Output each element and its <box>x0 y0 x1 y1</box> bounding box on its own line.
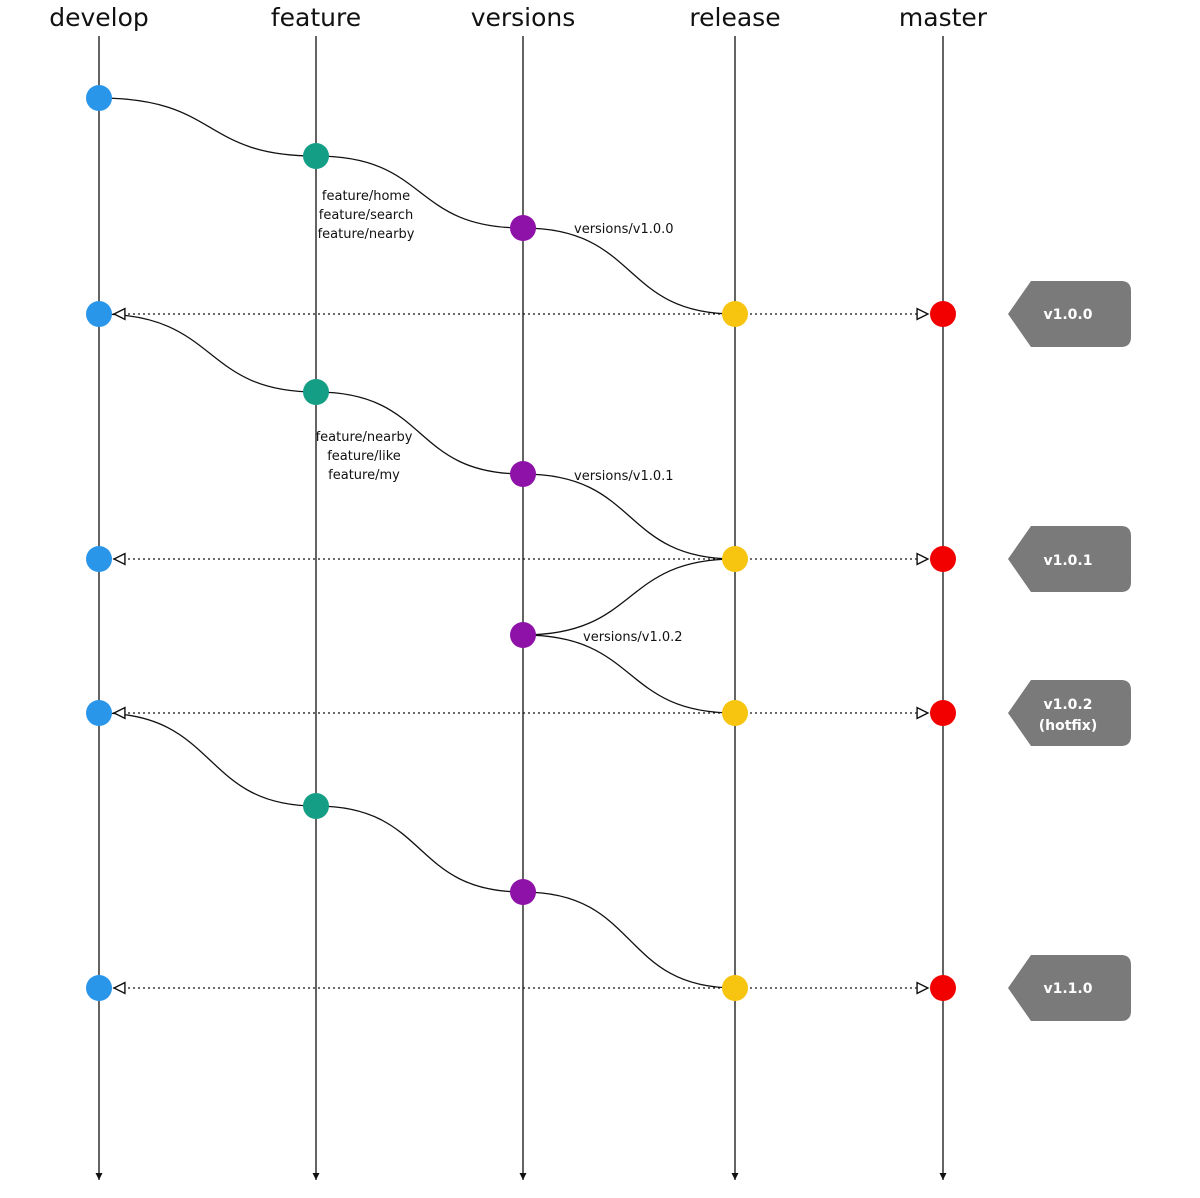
merge-arrow <box>522 473 736 563</box>
lane-title-versions: versions <box>471 3 576 32</box>
merge-arrow <box>522 891 736 992</box>
release-tag: v1.0.2 (hotfix) <box>1008 680 1131 746</box>
release-commit-node <box>722 975 748 1001</box>
release-commit-node <box>722 301 748 327</box>
master-commit-node <box>930 975 956 1001</box>
versions-commit-node <box>510 215 536 241</box>
develop-commit-node <box>86 301 112 327</box>
feature-branch-label: feature/like <box>327 449 401 464</box>
release-tag-label: (hotfix) <box>1039 718 1097 734</box>
versions-commit-node <box>510 879 536 905</box>
develop-commit-node <box>86 975 112 1001</box>
merge-arrow <box>522 227 736 318</box>
feature-branch-label: feature/my <box>328 468 400 483</box>
feature-branch-label: feature/nearby <box>318 227 415 242</box>
hotfix-branch-arrow <box>522 558 736 639</box>
feature-commit-node <box>303 793 329 819</box>
merge-arrow <box>98 712 317 810</box>
versions-commit-node <box>510 461 536 487</box>
version-label: versions/v1.0.1 <box>574 469 674 484</box>
release-commit-node <box>722 700 748 726</box>
feature-branch-label: feature/search <box>319 208 414 223</box>
merge-arrow <box>98 313 317 396</box>
release-tag: v1.1.0 <box>1008 955 1131 1021</box>
release-tag: v1.0.0 <box>1008 281 1131 347</box>
feature-commit-node <box>303 143 329 169</box>
version-label: versions/v1.0.0 <box>574 222 674 237</box>
release-tag-label: v1.0.0 <box>1044 307 1093 323</box>
feature-branch-label: feature/nearby <box>316 430 413 445</box>
merge-arrow <box>522 634 736 717</box>
master-commit-node <box>930 301 956 327</box>
release-tag-label: v1.0.2 <box>1044 697 1093 713</box>
release-tag-label: v1.0.1 <box>1044 553 1093 569</box>
lane-title-master: master <box>899 3 988 32</box>
merge-arrow <box>315 155 524 232</box>
merge-arrow <box>98 97 317 160</box>
release-tag: v1.0.1 <box>1008 526 1131 592</box>
develop-commit-node <box>86 546 112 572</box>
lane-title-release: release <box>689 3 780 32</box>
feature-branch-label: feature/home <box>322 189 410 204</box>
develop-commit-node <box>86 700 112 726</box>
develop-commit-node <box>86 85 112 111</box>
lane-title-develop: develop <box>49 3 149 32</box>
lane-title-feature: feature <box>271 3 361 32</box>
master-commit-node <box>930 700 956 726</box>
versions-commit-node <box>510 622 536 648</box>
release-tag-label: v1.1.0 <box>1044 981 1093 997</box>
merge-arrow <box>315 805 524 896</box>
merge-arrow <box>315 391 524 478</box>
release-commit-node <box>722 546 748 572</box>
version-label: versions/v1.0.2 <box>583 630 683 645</box>
master-commit-node <box>930 546 956 572</box>
feature-commit-node <box>303 379 329 405</box>
